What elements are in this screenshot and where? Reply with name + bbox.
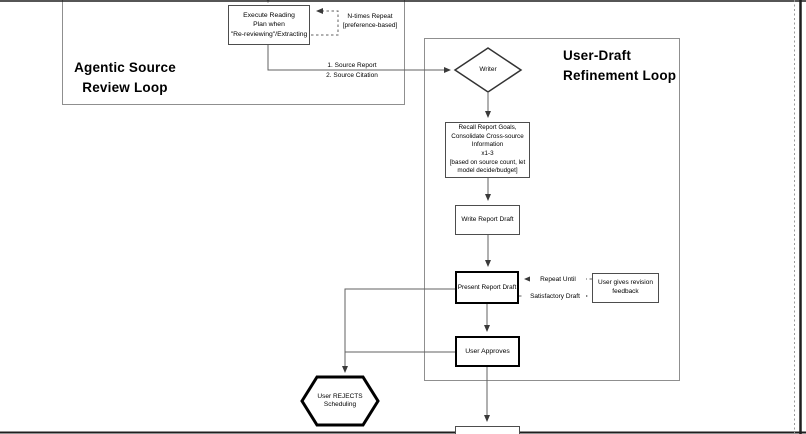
repeat-until-text: Repeat Until (540, 275, 576, 283)
execute-reading-line3: "Re-reviewing"/Extracting (230, 30, 308, 38)
recall-line1: Recall Report Goals, (458, 123, 517, 131)
user-draft-loop-title: User-Draft Refinement Loop (563, 46, 693, 87)
user-draft-refinement-loop-container[interactable] (424, 38, 680, 381)
user-draft-loop-title-line2: Refinement Loop (563, 68, 677, 84)
node-present-report-draft[interactable]: Present Report Draft (455, 271, 519, 304)
user-approves-label: User Approves (465, 347, 510, 355)
execute-reading-line1: Execute Reading (243, 11, 295, 19)
label-source-report: 1. Source Report (324, 61, 380, 70)
edge-execute-to-writer[interactable] (267, 45, 451, 73)
agentic-source-review-loop-container[interactable] (62, 0, 405, 105)
label-source-citation: 2. Source Citation (324, 71, 380, 80)
node-next-step-clipped[interactable] (455, 426, 520, 434)
writer-label: Writer (479, 65, 497, 73)
edge-present-to-rejects[interactable] (342, 288, 455, 373)
node-writer-decision[interactable]: Writer (450, 44, 526, 96)
recall-line3: Information (471, 141, 504, 149)
agentic-loop-title-line2: Review Loop (82, 80, 168, 96)
rejects-hexagon-shape (300, 375, 380, 427)
source-citation-text: 2. Source Citation (326, 72, 378, 79)
recall-line5: [based on source count, let (449, 158, 526, 166)
satisfactory-draft-text: Satisfactory Draft (530, 292, 580, 300)
source-report-text: 1. Source Report (327, 62, 377, 69)
writer-diamond-shape (453, 47, 523, 93)
label-n-times-repeat: N-times Repeat [preference-based] (338, 12, 402, 30)
n-times-line1: N-times Repeat (347, 13, 393, 20)
revision-feedback-line2: feedback (612, 288, 639, 295)
agentic-loop-title: Agentic Source Review Loop (55, 58, 195, 99)
node-write-report-draft[interactable]: Write Report Draft (455, 205, 520, 235)
node-execute-reading-plan[interactable]: Execute Reading Plan when "Re-reviewing"… (228, 5, 310, 45)
user-rejects-line2: Scheduling (323, 401, 357, 408)
recall-line6: model decide/budget] (457, 167, 518, 175)
label-repeat-until: Repeat Until (530, 274, 586, 284)
recall-line2: Consolidate Cross-source (451, 132, 524, 140)
node-user-approves[interactable]: User Approves (455, 336, 520, 367)
write-report-draft-label: Write Report Draft (461, 216, 514, 224)
recall-line4: x1-3 (481, 150, 494, 157)
agentic-loop-title-line1: Agentic Source (74, 60, 176, 75)
node-user-rejects-scheduling[interactable]: User REJECTS Scheduling (298, 373, 382, 429)
revision-feedback-line1: User gives revision (598, 279, 653, 287)
edge-n-times-self-loop[interactable] (311, 8, 339, 36)
user-rejects-line1: User REJECTS (317, 392, 363, 400)
present-report-draft-label: Present Report Draft (457, 283, 517, 291)
n-times-line2: [preference-based] (342, 22, 398, 29)
execute-reading-line2: Plan when (253, 21, 285, 29)
node-user-gives-revision-feedback[interactable]: User gives revision feedback (592, 273, 659, 303)
node-recall-report-goals[interactable]: Recall Report Goals, Consolidate Cross-s… (445, 122, 530, 178)
user-draft-loop-title-line1: User-Draft (563, 48, 632, 63)
label-satisfactory-draft: Satisfactory Draft (524, 291, 586, 301)
